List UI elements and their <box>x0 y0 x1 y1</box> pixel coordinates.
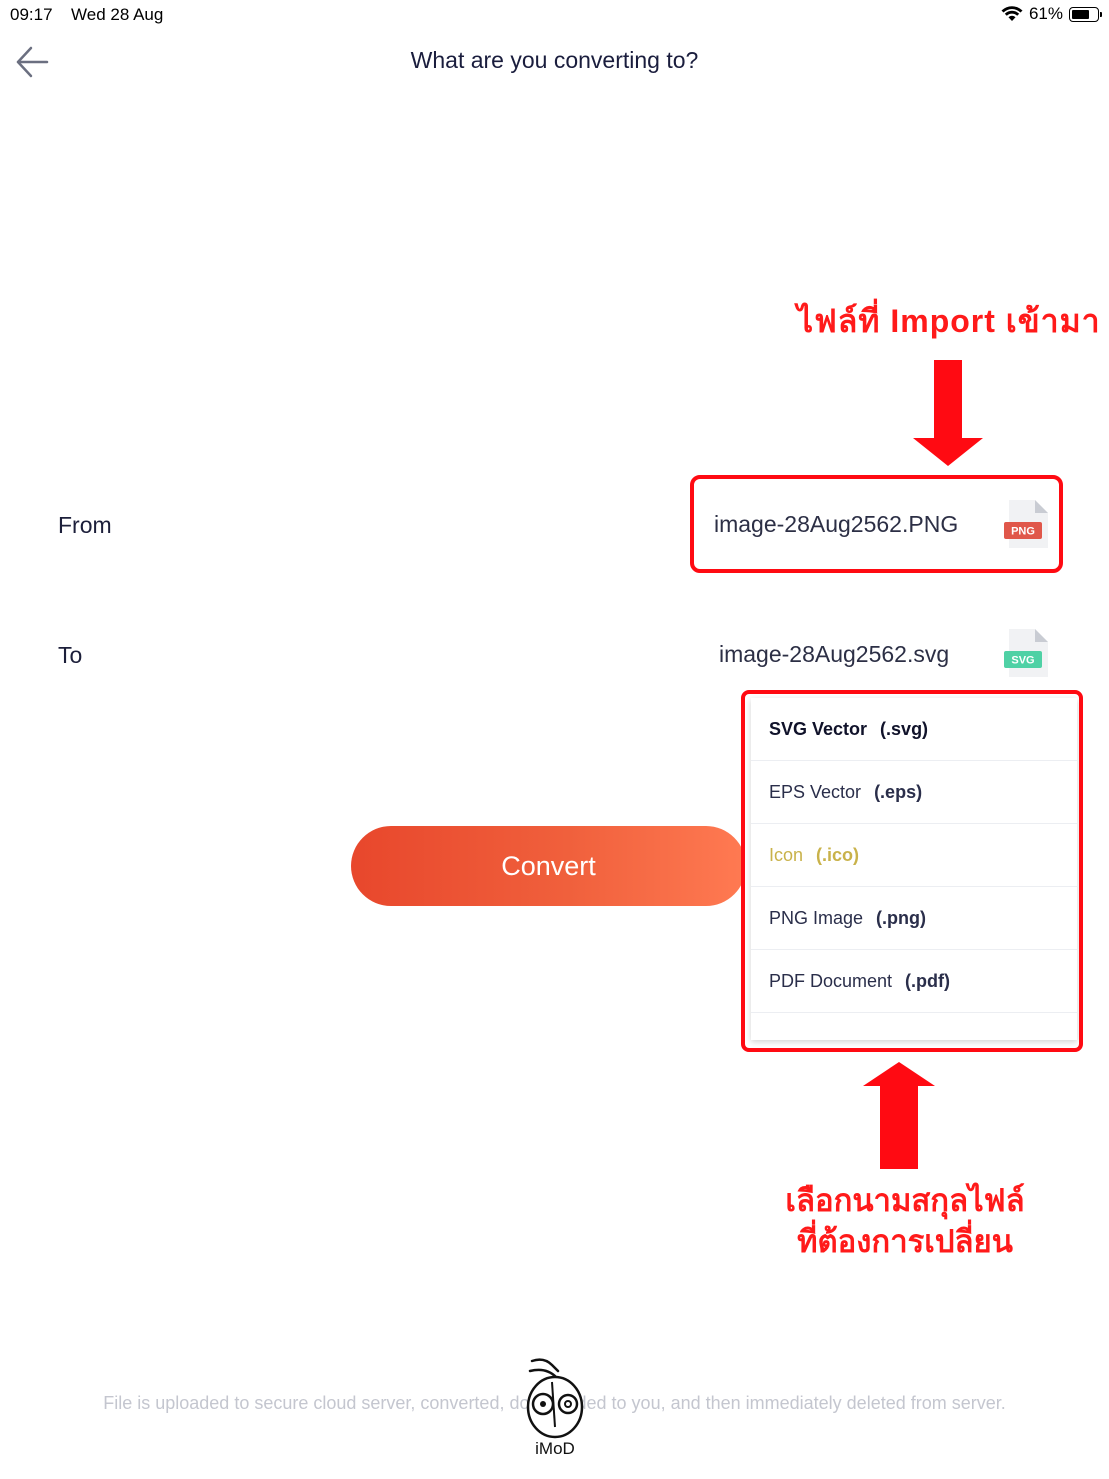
status-indicators: 61% <box>1001 4 1102 24</box>
page-title: What are you converting to? <box>410 47 699 73</box>
from-filename: image-28Aug2562.PNG <box>714 511 959 537</box>
png-badge-text: PNG <box>1011 526 1035 538</box>
imod-logo-icon: iMoD <box>526 1358 584 1457</box>
format-options-list: SVG Vector(.svg) EPS Vector(.eps) Icon(.… <box>751 698 1077 1040</box>
svg-badge-text: SVG <box>1011 655 1034 667</box>
annotation-line-2: ที่ต้องการเปลี่ยน <box>797 1224 1013 1259</box>
annotation-select-extension: เลือกนามสกุลไฟล์ ที่ต้องการเปลี่ยน <box>770 1180 1040 1262</box>
to-label: To <box>58 642 83 668</box>
battery-level <box>1072 9 1090 19</box>
to-filename-selector[interactable]: image-28Aug2562.svg <box>719 641 950 667</box>
battery-percent: 61% <box>1028 4 1063 23</box>
format-option-eps[interactable]: EPS Vector(.eps) <box>751 761 1077 824</box>
svg-file-icon: SVG <box>1004 629 1048 677</box>
wifi-icon <box>1001 6 1023 21</box>
arrow-left-icon <box>16 46 49 78</box>
format-option-ico[interactable]: Icon(.ico) <box>751 824 1077 887</box>
from-label: From <box>58 512 112 538</box>
battery-icon <box>1069 6 1102 22</box>
convert-button[interactable]: Convert <box>351 826 746 906</box>
watermark-text: iMoD <box>535 1439 575 1457</box>
from-highlight-box <box>690 475 1063 573</box>
arrow-down-annotation-icon <box>913 360 983 466</box>
format-dropdown: SVG Vector(.svg) EPS Vector(.eps) Icon(.… <box>741 690 1083 1052</box>
format-option-svg[interactable]: SVG Vector(.svg) <box>751 698 1077 761</box>
arrow-up-annotation-icon <box>863 1062 935 1169</box>
status-time: 09:17 <box>10 5 53 24</box>
format-option-png[interactable]: PNG Image(.png) <box>751 887 1077 950</box>
png-file-icon: PNG <box>1004 500 1048 548</box>
status-date: Wed 28 Aug <box>71 5 164 24</box>
back-button[interactable] <box>12 42 52 82</box>
format-option-pdf[interactable]: PDF Document(.pdf) <box>751 950 1077 1013</box>
annotation-import-label: ไฟล์ที่ Import เข้ามา <box>797 303 1101 339</box>
annotation-line-1: เลือกนามสกุลไฟล์ <box>785 1183 1025 1218</box>
